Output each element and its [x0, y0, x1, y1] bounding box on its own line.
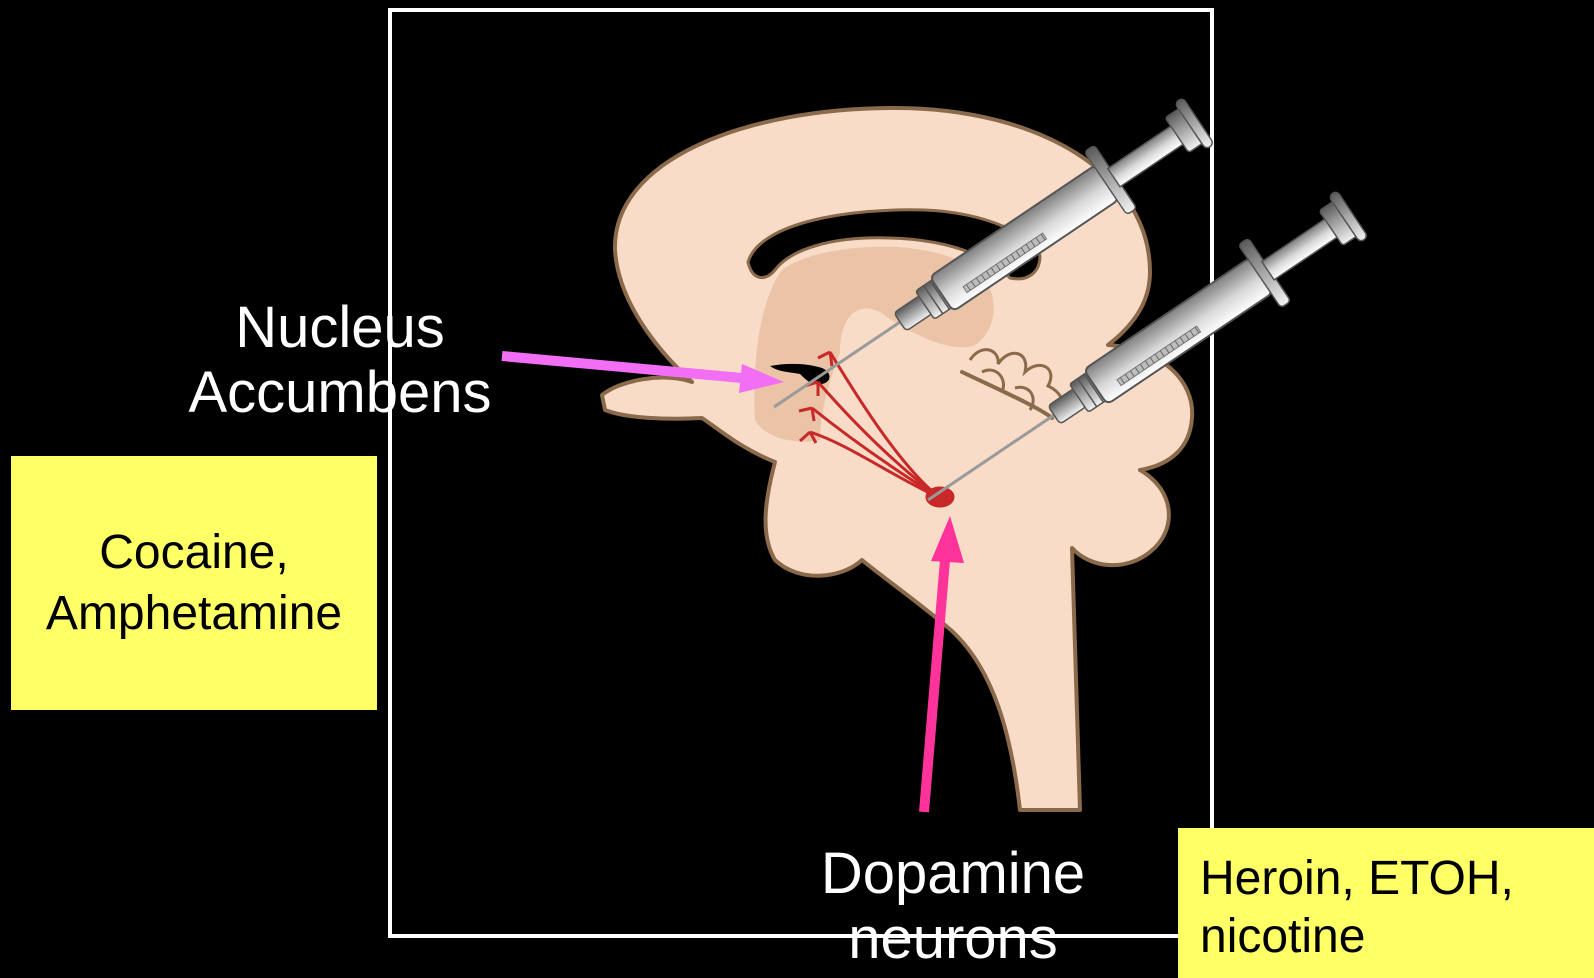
dopamine-neurons-label-line-1: Dopamine	[788, 842, 1118, 907]
stimulants-label-line-2: Amphetamine	[11, 583, 377, 644]
nucleus-accumbens-label: Nucleus Accumbens	[160, 296, 520, 426]
stimulants-label-box: Cocaine, Amphetamine	[11, 456, 377, 710]
brain-sagittal-section	[602, 108, 1192, 810]
nucleus-accumbens-label-line-1: Nucleus	[160, 296, 520, 361]
dopamine-neurons-label: Dopamine neurons	[788, 842, 1118, 972]
dopamine-neurons-label-line-2: neurons	[788, 907, 1118, 972]
opiates-label-box: Heroin, ETOH, nicotine	[1178, 828, 1594, 978]
nucleus-accumbens-label-line-2: Accumbens	[160, 361, 520, 426]
stimulants-label-line-1: Cocaine,	[11, 522, 377, 583]
opiates-label-line-2: nicotine	[1200, 908, 1594, 966]
opiates-label-line-1: Heroin, ETOH,	[1200, 850, 1594, 908]
